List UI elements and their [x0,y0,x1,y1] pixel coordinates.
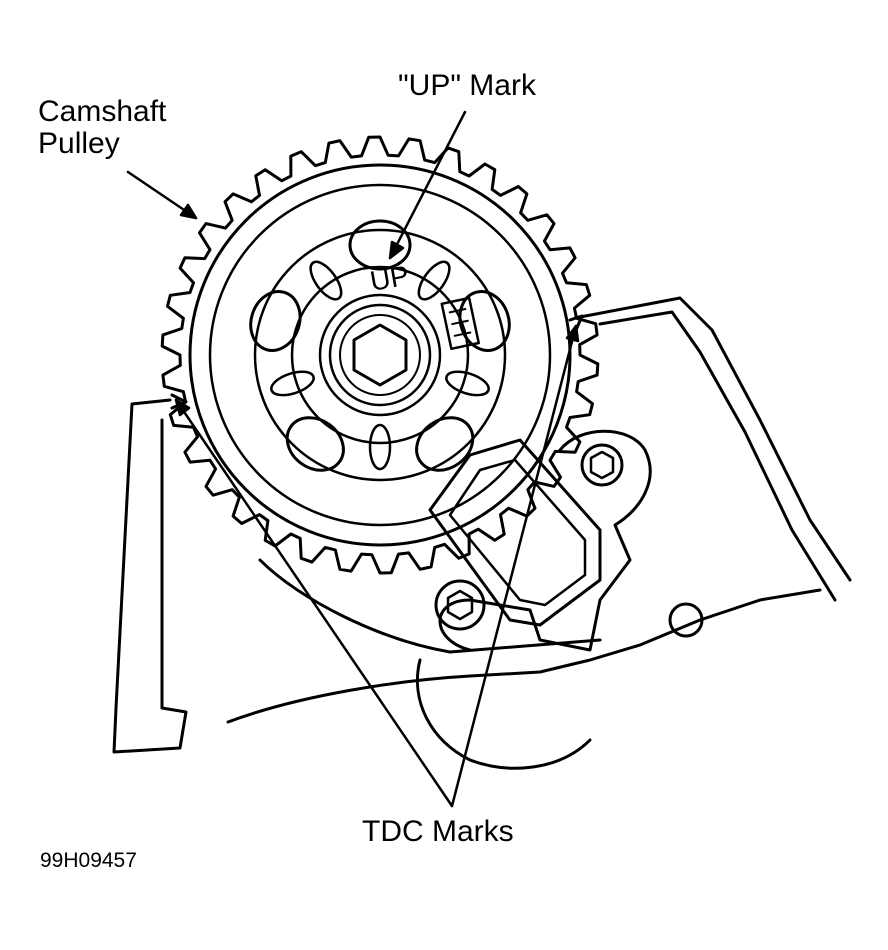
figure-id-label: 99H09457 [40,849,137,872]
bracket-bolt-hole [580,443,624,487]
sensor-housing-inner [448,458,587,607]
tdc-arrow-right [450,324,578,808]
pulley-teeth-ring [160,135,600,575]
pulley-hub-outer [290,265,470,445]
pulley-outer-rim [188,163,572,547]
lower-bracket-arc [415,658,592,770]
camshaft-pulley-label: Camshaft Pulley [38,96,166,159]
pulley-web-ring [253,228,507,482]
pulley-inner-rim [208,183,552,527]
camshaft-pulley-label-line1: Camshaft [38,95,167,128]
pulley-slot-5 [309,260,343,301]
pulley-hub-inner [328,303,432,407]
pulley-windows [249,219,511,472]
pulley-window-2 [458,290,511,352]
pulley-slot-1 [417,260,451,301]
tdc-arrowhead-right [565,324,580,343]
up-mark-arrowhead [388,240,405,260]
back-cover-plate [573,296,852,582]
tdc-arrow-left [174,398,454,808]
up-mark-label: "UP" Mark [398,69,536,102]
tdc-marks-label: TDC Marks [362,815,514,848]
lower-engine-contour-2 [258,558,602,654]
up-mark-arrow [388,110,467,260]
pulley-hub-ring [318,293,442,417]
pulley-slot-4 [270,370,315,397]
hex-bolt-washer [339,314,421,396]
pulley-up-stamp: UP [368,260,412,297]
lower-housing-hole [668,602,704,638]
pulley-id-stamp [440,296,480,351]
sensor-housing [428,438,602,627]
camshaft-pulley-label-line2: Pulley [38,126,120,160]
pulley-window-4 [285,416,345,472]
pulley-slot-3 [368,423,392,471]
leader-arrows [126,110,580,808]
lower-bolt-hex-icon [446,589,474,621]
pulley-window-1 [348,219,412,271]
hex-bolt-icon [352,323,408,387]
bracket-bolt-hex-icon [589,450,615,480]
pulley-slot-2 [445,370,490,397]
lower-bolt-hole [434,579,486,631]
pulley-window-5 [249,290,302,352]
back-cover-inner-edge [598,310,837,602]
lower-engine-contour [226,588,822,724]
camshaft-pulley-arrowhead [179,203,198,220]
pulley-window-3 [415,416,475,472]
tdc-arrowhead-left [174,398,191,417]
housing-left-outline [112,398,188,754]
tdc-notch-right [568,314,584,332]
